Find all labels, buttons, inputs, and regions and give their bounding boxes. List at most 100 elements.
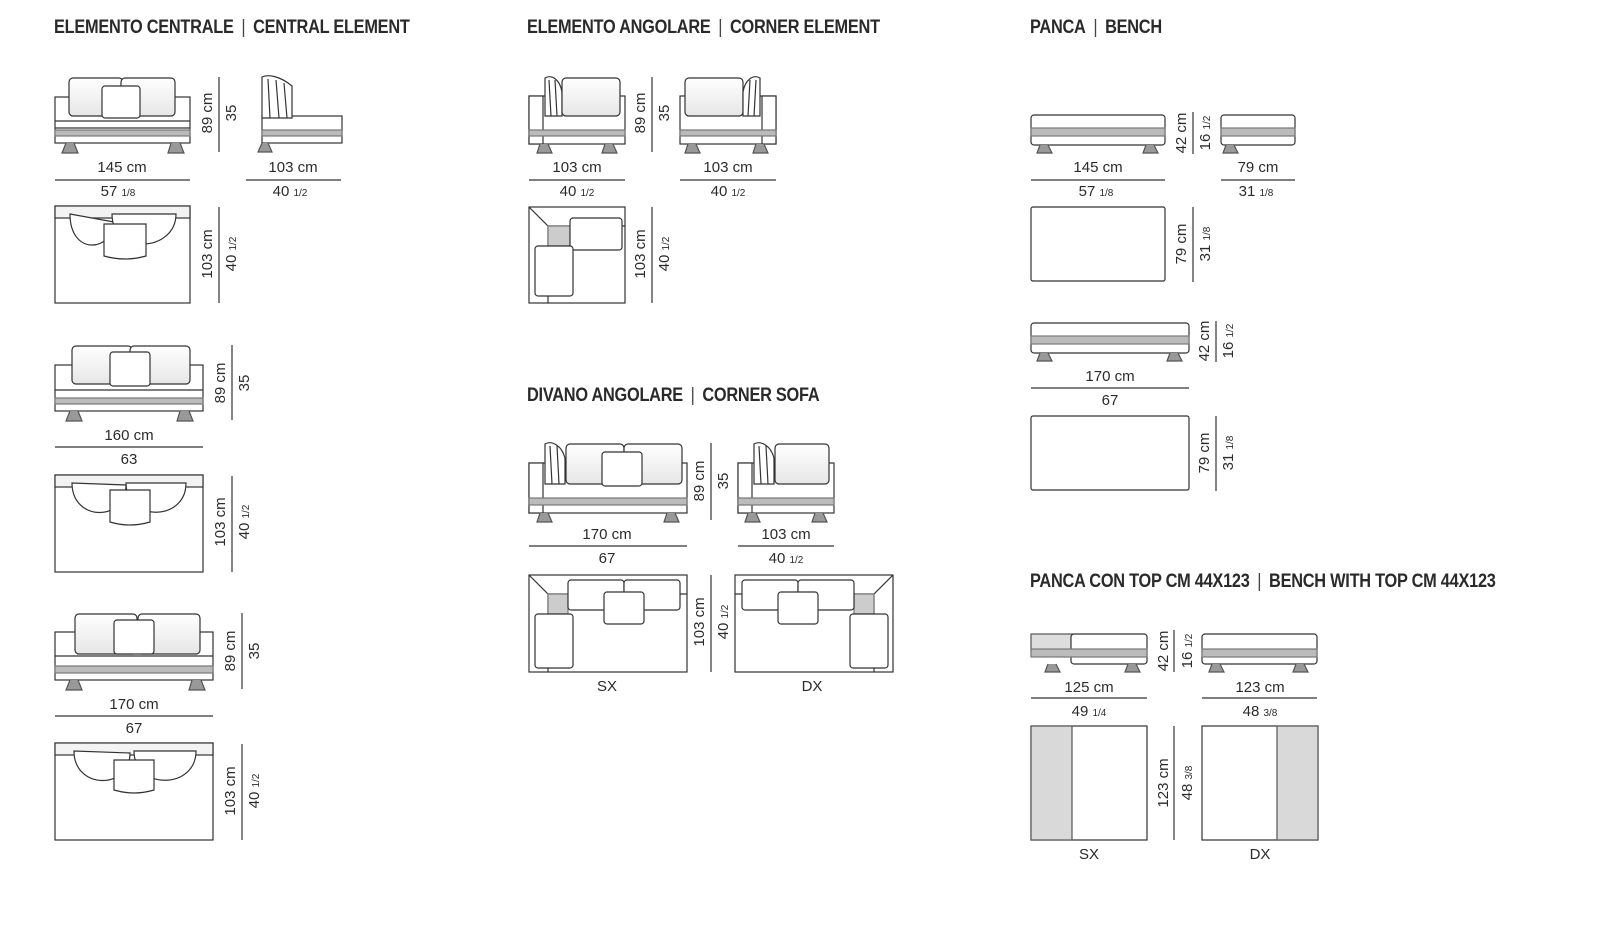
dim-whole: 16: [1197, 134, 1214, 151]
heading-corner-sofa: DIVANO ANGOLARE|CORNER SOFA: [527, 385, 820, 407]
dim-fraction: 1/2: [580, 188, 594, 199]
dim-depth-in: 40 1/2: [273, 183, 308, 200]
heading-en: CORNER SOFA: [702, 385, 820, 406]
dim-plan-depth-in: 40 1/2: [236, 504, 253, 539]
dim-height-cm: 89 cm: [212, 363, 229, 404]
bench-top-sx-plan: [1030, 725, 1148, 841]
dim-whole: 49: [1072, 703, 1089, 720]
dim-plan-depth-in: 40 1/2: [246, 773, 263, 808]
dim-whole: 40: [769, 550, 786, 567]
dim-width-in: 67: [126, 720, 143, 737]
dim-lines-bench-top: [1031, 630, 1317, 840]
heading-separator: |: [718, 17, 723, 38]
heading-separator: |: [690, 385, 695, 406]
dim-lines-corner-sofa: [529, 443, 834, 672]
dim-width-cm: 170 cm: [582, 526, 631, 543]
dim-fraction: 1/2: [241, 504, 252, 518]
dim-whole: 16: [1179, 652, 1196, 669]
heading-en: CORNER ELEMENT: [730, 17, 880, 38]
dim-fraction: 1/4: [1092, 708, 1106, 719]
dim-whole: 57: [1079, 183, 1096, 200]
central-160-front-view: [54, 345, 204, 422]
dim-whole: 40: [711, 183, 728, 200]
corner-sofa-sx-plan: [528, 574, 688, 673]
dim-height-cm: 89 cm: [222, 631, 239, 672]
dim-depth-in: 31 1/8: [1239, 183, 1274, 200]
dim-height-in: 16 1/2: [1197, 115, 1214, 150]
dim-height-cm: 89 cm: [691, 461, 708, 502]
dim-width-cm: 170 cm: [1085, 368, 1134, 385]
dim-fraction: 1/8: [1202, 226, 1213, 240]
dim-height-in: 35: [246, 643, 263, 660]
corner-sofa-dx-plan: [734, 574, 894, 673]
dim-plan-depth-cm: 103 cm: [632, 229, 649, 278]
heading-it: PANCA CON TOP CM 44X123: [1030, 571, 1250, 592]
bench-top-dx-plan: [1201, 725, 1319, 841]
heading-separator: |: [1257, 571, 1262, 592]
dim-width-cm: 103 cm: [761, 526, 810, 543]
dim-fraction: 1/8: [1099, 188, 1113, 199]
heading-separator: |: [1093, 17, 1098, 38]
dim-plan-depth-cm: 103 cm: [199, 229, 216, 278]
corner-sofa-front-view: [528, 442, 688, 523]
dim-plan-depth-in: 48 3/8: [1179, 765, 1196, 800]
dim-width-in: 48 3/8: [1243, 703, 1278, 720]
dim-whole: 31: [1220, 454, 1237, 471]
dim-whole: 40: [273, 183, 290, 200]
dim-plan-depth-in: 31 1/8: [1220, 435, 1237, 470]
heading-en: BENCH WITH TOP CM 44X123: [1269, 571, 1496, 592]
dim-plan-depth-cm: 103 cm: [222, 766, 239, 815]
dim-width-in: 57 1/8: [1079, 183, 1114, 200]
corner-element-plan-view: [528, 206, 626, 304]
dim-width-cm: 123 cm: [1235, 679, 1284, 696]
dim-width-cm: 145 cm: [1073, 159, 1122, 176]
dim-whole: 31: [1239, 183, 1256, 200]
dim-fraction: 1/2: [789, 555, 803, 566]
dim-plan-depth-cm: 79 cm: [1173, 224, 1190, 265]
dim-fraction: 3/8: [1184, 765, 1195, 779]
dim-height-cm: 42 cm: [1196, 321, 1213, 362]
dim-height-cm: 42 cm: [1155, 631, 1172, 672]
dim-height-in: 16 1/2: [1179, 633, 1196, 668]
bench-145-plan-view: [1030, 206, 1166, 282]
dim-whole: 16: [1220, 342, 1237, 359]
dim-fraction: 1/2: [293, 188, 307, 199]
dim-fraction: 1/2: [251, 773, 262, 787]
dim-height-in: 35: [236, 375, 253, 392]
dim-width-in: 40 1/2: [711, 183, 746, 200]
dim-width-in: 67: [599, 550, 616, 567]
label-sx: SX: [597, 678, 617, 695]
heading-separator: |: [241, 17, 246, 38]
central-170-front-view: [54, 613, 214, 691]
dim-fraction: 1/2: [1184, 633, 1195, 647]
corner-sofa-end-front-view: [737, 442, 835, 523]
dim-width-in: 40 1/2: [769, 550, 804, 567]
dim-width-in: 67: [1102, 392, 1119, 409]
bench-170-front-view: [1030, 322, 1190, 362]
heading-bench: PANCA|BENCH: [1030, 17, 1162, 39]
dim-height-cm: 42 cm: [1173, 113, 1190, 154]
bench-top-123-front-view: [1201, 633, 1318, 673]
dim-whole: 48: [1179, 784, 1196, 801]
label-dx: DX: [802, 678, 823, 695]
heading-bench-with-top: PANCA CON TOP CM 44X123 | BENCH WITH TOP C…: [1030, 571, 1496, 593]
heading-en: CENTRAL ELEMENT: [253, 17, 410, 38]
dim-lines-central-145: [55, 77, 341, 303]
central-145-plan-view: [54, 205, 191, 304]
dim-width-in: 49 1/4: [1072, 703, 1107, 720]
label-dx: DX: [1250, 846, 1271, 863]
dim-lines-corner-element: [529, 77, 776, 303]
heading-corner-element: ELEMENTO ANGOLARE|CORNER ELEMENT: [527, 17, 880, 39]
dim-fraction: 1/2: [1202, 115, 1213, 129]
bench-79-side-view: [1220, 114, 1296, 154]
heading-en: BENCH: [1105, 17, 1162, 38]
dim-width-in: 40 1/2: [560, 183, 595, 200]
dim-width-cm: 125 cm: [1064, 679, 1113, 696]
dim-whole: 40: [715, 623, 732, 640]
dim-depth-cm: 79 cm: [1238, 159, 1279, 176]
dim-whole: 40: [560, 183, 577, 200]
central-170-plan-view: [54, 742, 214, 841]
bench-top-125-front-view: [1030, 633, 1148, 673]
dim-whole: 48: [1243, 703, 1260, 720]
dim-height-cm: 89 cm: [199, 93, 216, 134]
